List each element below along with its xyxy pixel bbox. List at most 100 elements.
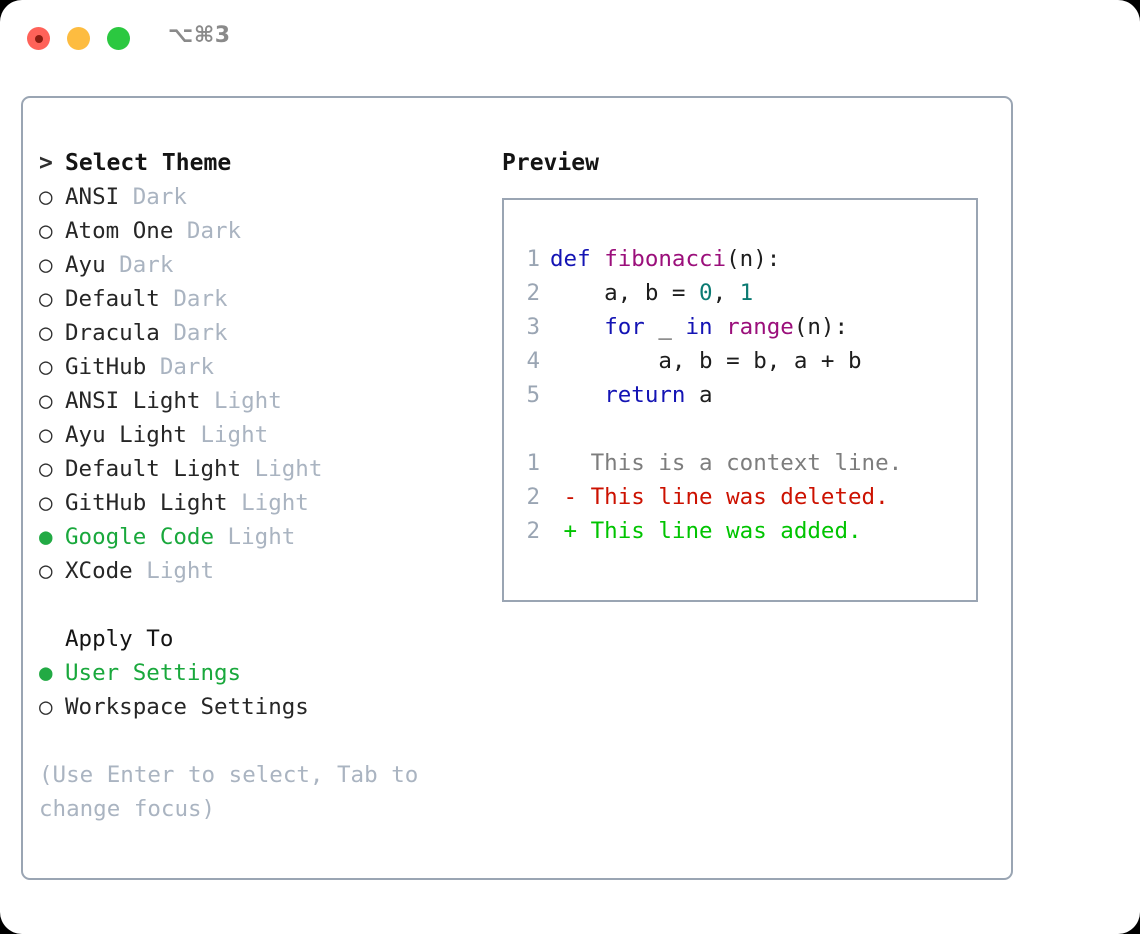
theme-category: Light xyxy=(186,422,269,448)
code-line: 2 a, b = 0, 1 xyxy=(518,276,902,310)
apply-to-label: User Settings xyxy=(65,660,242,686)
theme-category: Dark xyxy=(105,252,174,278)
code-token: a, b = b, a + b xyxy=(550,348,862,374)
theme-list-item[interactable]: ○Atom One Dark xyxy=(39,214,479,248)
theme-name: Ayu xyxy=(65,252,106,278)
code-token: return xyxy=(604,382,686,408)
code-token: 1 xyxy=(739,280,754,306)
theme-list-item[interactable]: ○ Default Dark xyxy=(39,282,479,316)
theme-list-item[interactable]: ○ GitHub Light Light xyxy=(39,486,479,520)
code-line-number: 1 xyxy=(526,246,540,272)
code-line: 1 def fibonacci(n): xyxy=(518,242,902,276)
theme-list-item[interactable]: ○ XCode Light xyxy=(39,554,479,588)
theme-list: ○ANSI Dark○Atom One Dark○Ayu Dark○Defaul… xyxy=(39,180,479,588)
apply-to-header: Apply To xyxy=(65,626,174,652)
theme-category: Dark xyxy=(146,354,215,380)
section-spacer xyxy=(39,588,479,622)
code-token: , xyxy=(712,280,740,306)
theme-category: Light xyxy=(132,558,215,584)
code-token: (n): xyxy=(793,314,849,340)
code-token xyxy=(591,246,605,272)
code-token xyxy=(550,314,604,340)
radio-unselected-icon: ○ xyxy=(39,456,53,482)
radio-unselected-icon: ○ xyxy=(39,490,53,516)
code-token: a, b = xyxy=(550,280,700,306)
theme-name: Ayu Light xyxy=(65,422,187,448)
diff-line: 1 This is a context line. xyxy=(518,446,902,480)
code-token xyxy=(550,382,604,408)
radio-unselected-icon: ○ xyxy=(39,286,53,312)
diff-line-text: + This line was added. xyxy=(550,518,862,544)
radio-unselected-icon: ○ xyxy=(39,252,53,278)
code-token: in xyxy=(685,314,713,340)
code-line-number: 2 xyxy=(526,280,540,306)
theme-selection-column: >Select Theme ○ANSI Dark○Atom One Dark○A… xyxy=(39,146,479,826)
title-bar: ⌥⌘3 xyxy=(0,0,1140,78)
radio-selected-icon: ● xyxy=(39,524,53,550)
minimize-window-dot[interactable] xyxy=(67,27,90,50)
caret-icon: > xyxy=(39,150,53,176)
code-token: a xyxy=(685,382,713,408)
theme-category: Light xyxy=(227,490,309,516)
radio-unselected-icon: ○ xyxy=(39,388,53,414)
diff-line: 2 + This line was added. xyxy=(518,514,902,548)
code-token: (n): xyxy=(726,246,781,272)
radio-unselected-icon: ○ xyxy=(39,422,53,448)
select-theme-header: > Select Theme xyxy=(39,146,479,180)
code-line-number: 3 xyxy=(526,314,540,340)
theme-category: Light xyxy=(241,456,323,482)
apply-to-label: Workspace Settings xyxy=(65,694,309,720)
diff-line-number: 2 xyxy=(526,518,540,544)
keyboard-shortcut-label: ⌥⌘3 xyxy=(168,23,231,48)
diff-line-number: 2 xyxy=(526,484,540,510)
keyboard-hint-text: (Use Enter to select, Tab to change focu… xyxy=(39,762,419,822)
code-token: fibonacci xyxy=(604,246,727,272)
theme-list-item[interactable]: ○ Ayu Dark xyxy=(39,248,479,282)
maximize-window-dot[interactable] xyxy=(107,27,130,50)
code-diff-separator xyxy=(518,412,902,446)
diff-line: 2 - This line was deleted. xyxy=(518,480,902,514)
theme-list-item[interactable]: ○ ANSI Light Light xyxy=(39,384,479,418)
theme-name: ANSI xyxy=(65,184,120,210)
theme-name: XCode xyxy=(65,558,133,584)
theme-name: ANSI Light xyxy=(65,388,201,414)
theme-list-item[interactable]: ○ GitHub Dark xyxy=(39,350,479,384)
theme-list-item[interactable]: ○ Ayu Light Light xyxy=(39,418,479,452)
theme-list-item[interactable]: ○ Default Light Light xyxy=(39,452,479,486)
theme-name: Default Light xyxy=(65,456,242,482)
radio-unselected-icon: ○ xyxy=(39,354,53,380)
apply-to-option[interactable]: ●User Settings xyxy=(39,656,479,690)
theme-name: Atom One xyxy=(65,218,174,244)
apply-to-list: ●User Settings ○ Workspace Settings xyxy=(39,656,479,724)
code-line: 4 a, b = b, a + b xyxy=(518,344,902,378)
diff-line-text: - This line was deleted. xyxy=(550,484,889,510)
theme-name: GitHub Light xyxy=(65,490,228,516)
theme-category: Dark xyxy=(173,218,242,244)
theme-name: GitHub xyxy=(65,354,147,380)
theme-name: Dracula xyxy=(65,320,160,346)
radio-unselected-icon: ○ xyxy=(39,184,53,210)
theme-category: Light xyxy=(200,388,282,414)
theme-category: Dark xyxy=(159,320,228,346)
diff-line-number: 1 xyxy=(526,450,540,476)
theme-name: Google Code xyxy=(65,524,215,550)
theme-list-item[interactable]: ○ Dracula Dark xyxy=(39,316,479,350)
close-window-dot[interactable] xyxy=(27,27,50,50)
apply-to-option[interactable]: ○ Workspace Settings xyxy=(39,690,479,724)
code-token: def xyxy=(550,246,591,272)
code-line: 3 for _ in range(n): xyxy=(518,310,902,344)
theme-list-item[interactable]: ○ ANSI Dark xyxy=(39,180,479,214)
select-theme-header-label: Select Theme xyxy=(65,150,232,176)
theme-list-item[interactable]: ●Google Code Light xyxy=(39,520,479,554)
code-line: 5 return a xyxy=(518,378,902,412)
dialog-panel: >Select Theme ○ANSI Dark○Atom One Dark○A… xyxy=(21,96,1013,880)
radio-unselected-icon: ○ xyxy=(39,320,53,346)
radio-unselected-icon: ○ xyxy=(39,558,53,584)
theme-category: Dark xyxy=(159,286,228,312)
radio-unselected-icon: ○ xyxy=(39,694,53,720)
theme-category: Dark xyxy=(119,184,187,210)
theme-name: Default xyxy=(65,286,160,312)
